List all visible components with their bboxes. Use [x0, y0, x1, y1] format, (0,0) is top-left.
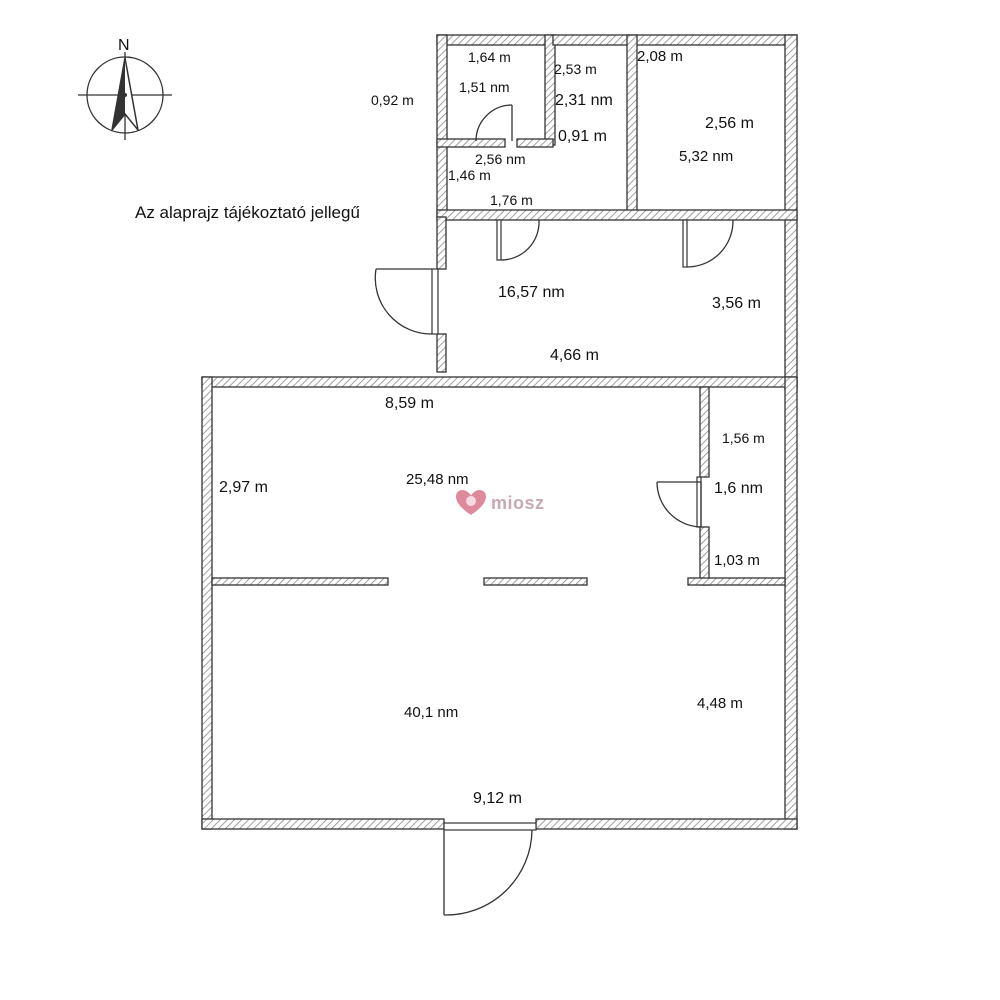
watermark: miosz [454, 488, 545, 518]
pantry-width-label: 1,03 m [714, 552, 760, 569]
bathroom-height-label: 1,46 m [448, 167, 491, 183]
hall-width-label: 4,66 m [550, 347, 599, 364]
big-room-area-label: 40,1 nm [404, 704, 459, 721]
living-area-label: 25,48 nm [406, 471, 469, 488]
door-pantry [656, 476, 702, 528]
wc-height-label: 0,92 m [371, 92, 414, 108]
room-ne-width-label: 2,08 m [637, 48, 683, 65]
door-wc [475, 104, 513, 142]
wc-width-label: 1,64 m [468, 49, 511, 65]
room-ne-height-label: 2,56 m [705, 115, 754, 132]
big-room-height-label: 4,48 m [697, 695, 743, 712]
living-height-label: 2,97 m [219, 479, 268, 496]
hall-area-label: 16,57 nm [498, 284, 565, 301]
corridor-width-label: 0,91 m [558, 128, 607, 145]
corridor-length-label: 2,53 m [554, 61, 597, 77]
door-ne-room [682, 219, 734, 268]
big-room-width-label: 9,12 m [473, 790, 522, 807]
wall-hall [436, 216, 447, 373]
bathroom-area-label: 2,56 nm [475, 151, 526, 167]
wall-lower-block [201, 376, 798, 830]
wc-area-label: 1,51 nm [459, 79, 510, 95]
disclaimer-note: Az alaprajz tájékoztató jellegű [135, 203, 360, 222]
pantry-area-label: 1,6 nm [714, 480, 763, 497]
room-ne-area-label: 5,32 nm [679, 148, 734, 165]
wall-wc [436, 34, 556, 218]
corridor-area-label: 2,31 nm [555, 92, 613, 109]
door-main-entrance [443, 822, 537, 916]
watermark-text: miosz [491, 492, 545, 513]
door-hall-entrance [374, 268, 439, 335]
bathroom-width-label: 1,76 m [490, 192, 533, 208]
door-bathroom [496, 219, 540, 261]
pantry-height-label: 1,56 m [722, 430, 765, 446]
compass-icon [78, 52, 172, 140]
watermark-heart-icon [456, 490, 486, 515]
compass-north-label: N [118, 37, 130, 54]
living-width-label: 8,59 m [385, 395, 434, 412]
hall-height-label: 3,56 m [712, 295, 761, 312]
